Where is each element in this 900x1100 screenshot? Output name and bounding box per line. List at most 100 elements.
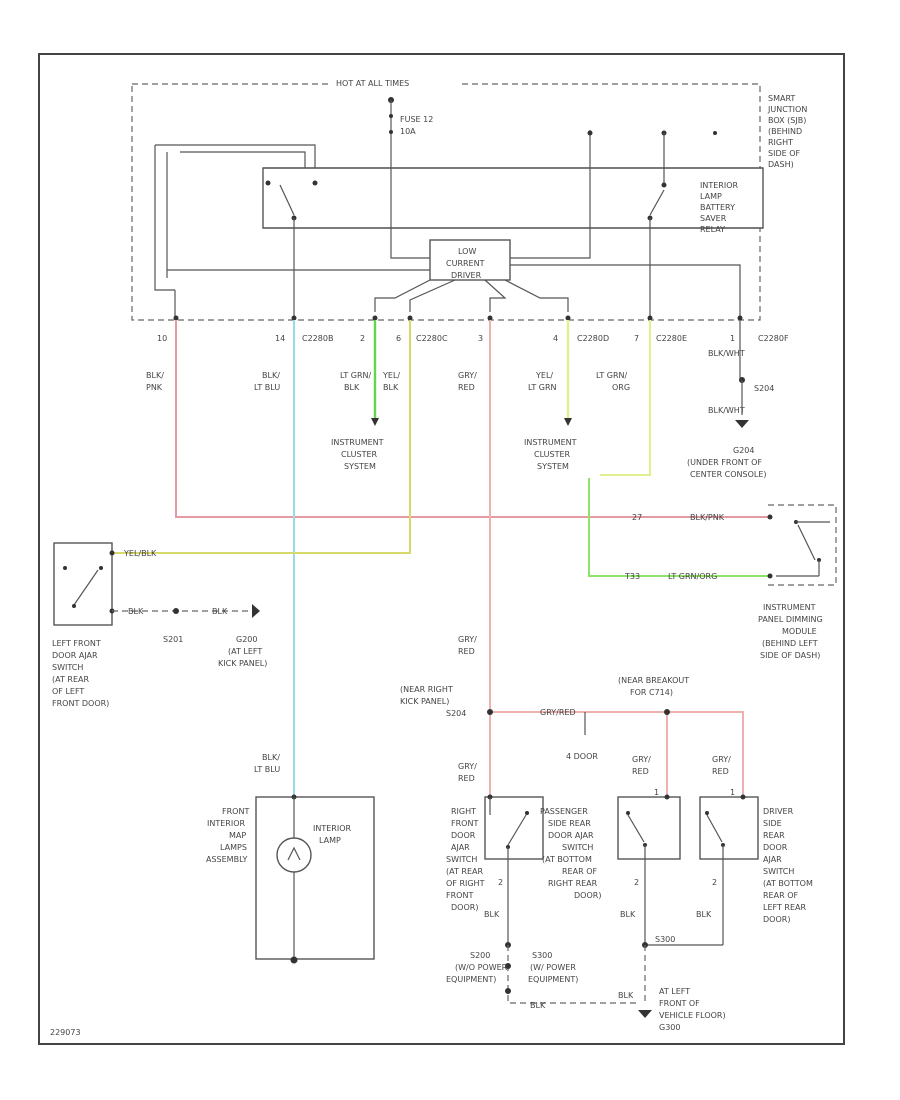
svg-text:BATTERY: BATTERY: [700, 203, 735, 212]
svg-text:S204: S204: [754, 384, 774, 393]
svg-text:DOOR AJAR: DOOR AJAR: [548, 831, 594, 840]
instrument-cluster-right: INSTRUMENT CLUSTER SYSTEM: [524, 438, 577, 471]
svg-text:OF LEFT: OF LEFT: [52, 687, 84, 696]
smart-junction-box: HOT AT ALL TIMES: [131, 77, 761, 321]
svg-text:SIDE REAR: SIDE REAR: [548, 819, 591, 828]
svg-text:(AT BOTTOM: (AT BOTTOM: [542, 855, 592, 864]
svg-text:27: 27: [632, 513, 642, 522]
svg-text:AJAR: AJAR: [451, 843, 470, 852]
svg-text:CLUSTER: CLUSTER: [341, 450, 378, 459]
svg-text:RED: RED: [458, 774, 475, 783]
wire-lt-grn-org: [600, 320, 651, 476]
svg-text:CENTER CONSOLE): CENTER CONSOLE): [690, 470, 767, 479]
svg-text:JUNCTION: JUNCTION: [767, 105, 807, 114]
svg-text:BLK/: BLK/: [262, 753, 280, 762]
svg-text:ASSEMBLY: ASSEMBLY: [206, 855, 247, 864]
svg-text:INTERIOR: INTERIOR: [207, 819, 246, 828]
svg-text:2: 2: [634, 878, 639, 887]
instrument-panel-dimming-module: 27 BLK/PNK T33 LT GRN/ORG INSTRUMENT PAN…: [624, 504, 837, 660]
svg-text:BLK: BLK: [128, 607, 144, 616]
svg-text:LT BLU: LT BLU: [254, 765, 280, 774]
svg-text:G200: G200: [236, 635, 257, 644]
figure-number: 229073: [50, 1028, 81, 1037]
svg-text:GRY/: GRY/: [632, 755, 651, 764]
svg-text:MAP: MAP: [229, 831, 246, 840]
svg-text:BLK: BLK: [344, 383, 360, 392]
svg-text:BLK: BLK: [212, 607, 228, 616]
svg-text:DRIVER: DRIVER: [451, 271, 482, 280]
svg-text:RED: RED: [632, 767, 649, 776]
svg-text:LT GRN/: LT GRN/: [596, 371, 628, 380]
svg-text:SWITCH: SWITCH: [446, 855, 477, 864]
ground-g204: S204 BLK/WHT G204 (UNDER FRONT OF CENTER…: [687, 377, 774, 479]
pin-14: 14: [275, 334, 285, 343]
pin-10: 10: [157, 334, 167, 343]
pin-4: 4: [553, 334, 558, 343]
svg-text:(BEHIND: (BEHIND: [768, 127, 802, 136]
svg-text:(NEAR RIGHT: (NEAR RIGHT: [400, 685, 453, 694]
svg-text:LT GRN/: LT GRN/: [340, 371, 372, 380]
svg-text:GRY/: GRY/: [458, 371, 477, 380]
svg-text:G300: G300: [659, 1023, 680, 1032]
svg-text:2: 2: [498, 878, 503, 887]
instrument-cluster-left: INSTRUMENT CLUSTER SYSTEM: [331, 438, 384, 471]
svg-text:SWITCH: SWITCH: [52, 663, 83, 672]
svg-text:GRY/: GRY/: [712, 755, 731, 764]
interior-lamp-battery-saver-relay: INTERIOR LAMP BATTERY SAVER RELAY: [154, 130, 764, 320]
svg-text:(AT BOTTOM: (AT BOTTOM: [763, 879, 813, 888]
svg-text:YEL/: YEL/: [535, 371, 553, 380]
wire-yel-blk: [112, 320, 411, 554]
interior-lamp-bulb: [276, 837, 312, 873]
svg-text:EQUIPMENT): EQUIPMENT): [528, 975, 578, 984]
diagram-frame: [38, 53, 845, 1045]
svg-text:SMART: SMART: [768, 94, 795, 103]
svg-text:(UNDER FRONT OF: (UNDER FRONT OF: [687, 458, 762, 467]
svg-text:2: 2: [712, 878, 717, 887]
svg-text:RED: RED: [712, 767, 729, 776]
svg-text:PNK: PNK: [146, 383, 163, 392]
svg-text:DOOR: DOOR: [451, 831, 476, 840]
fuse-12: FUSE 12 10A: [388, 97, 433, 140]
svg-text:SWITCH: SWITCH: [763, 867, 794, 876]
svg-text:S200: S200: [470, 951, 490, 960]
svg-text:INTERIOR: INTERIOR: [700, 181, 739, 190]
svg-text:GRY/RED: GRY/RED: [540, 708, 576, 717]
svg-text:REAR: REAR: [763, 831, 785, 840]
connector-c2280c: C2280C: [416, 334, 448, 343]
svg-text:S300: S300: [655, 935, 675, 944]
svg-text:FRONT OF: FRONT OF: [659, 999, 700, 1008]
svg-text:PANEL DIMMING: PANEL DIMMING: [758, 615, 823, 624]
svg-text:LT GRN: LT GRN: [528, 383, 557, 392]
svg-text:VEHICLE FLOOR): VEHICLE FLOOR): [659, 1011, 726, 1020]
svg-text:DOOR): DOOR): [763, 915, 790, 924]
svg-text:AJAR: AJAR: [763, 855, 782, 864]
svg-text:KICK PANEL): KICK PANEL): [400, 697, 449, 706]
svg-text:BLK: BLK: [484, 910, 500, 919]
svg-text:SWITCH: SWITCH: [562, 843, 593, 852]
connector-c2280f: C2280F: [758, 334, 789, 343]
svg-text:BLK/: BLK/: [262, 371, 280, 380]
svg-text:BLK: BLK: [618, 991, 634, 1000]
svg-text:S201: S201: [163, 635, 183, 644]
svg-text:CURRENT: CURRENT: [446, 259, 485, 268]
svg-text:LT GRN/ORG: LT GRN/ORG: [668, 572, 717, 581]
svg-text:FRONT DOOR): FRONT DOOR): [52, 699, 109, 708]
svg-text:LAMPS: LAMPS: [220, 843, 247, 852]
svg-text:DOOR AJAR: DOOR AJAR: [52, 651, 98, 660]
wire-gry-red-branch: [490, 711, 744, 795]
svg-text:EQUIPMENT): EQUIPMENT): [446, 975, 496, 984]
svg-text:REAR OF: REAR OF: [562, 867, 597, 876]
svg-text:(AT REAR: (AT REAR: [52, 675, 89, 684]
cluster-arrows: [371, 418, 572, 426]
svg-text:FRONT: FRONT: [222, 807, 249, 816]
svg-text:YEL/: YEL/: [382, 371, 400, 380]
pin-2: 2: [360, 334, 365, 343]
svg-text:4 DOOR: 4 DOOR: [566, 752, 598, 761]
svg-text:(AT REAR: (AT REAR: [446, 867, 483, 876]
sjb-label: SMART JUNCTION BOX (SJB) (BEHIND RIGHT S…: [767, 94, 807, 169]
pin-3: 3: [478, 334, 483, 343]
svg-text:MODULE: MODULE: [782, 627, 817, 636]
svg-text:BLK/: BLK/: [146, 371, 164, 380]
svg-text:FRONT: FRONT: [451, 819, 478, 828]
hot-at-all-times-label: HOT AT ALL TIMES: [336, 79, 409, 88]
